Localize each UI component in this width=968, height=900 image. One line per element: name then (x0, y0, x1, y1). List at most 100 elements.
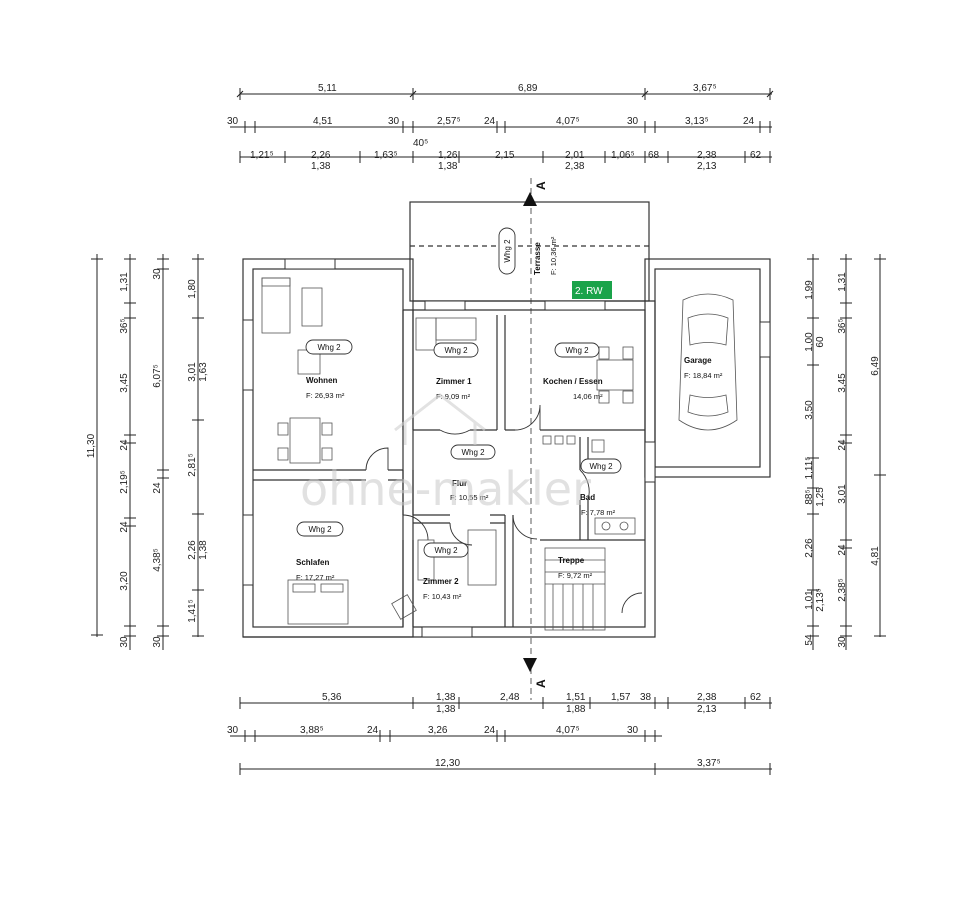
dim-label: 2,13⁵ (815, 588, 826, 612)
dim-label: 2,13 (697, 704, 717, 715)
room-name: Treppe (558, 556, 585, 565)
dim-label: 6,89 (518, 83, 538, 94)
dim-label: 1,31 (119, 272, 130, 292)
dim-label: 1,38 (311, 161, 331, 172)
dim-label: 1,63 (198, 362, 209, 382)
dim-label: 30 (227, 725, 239, 736)
dim-label: 1,38 (438, 161, 458, 172)
dim-label: 30 (152, 636, 163, 648)
dimensions-right-labels: 1,99 1,00 3,50 1,11⁵ 88⁵ 2,26 1,01 54 60… (804, 272, 881, 648)
dim-label: 3,01 (187, 362, 198, 382)
dimensions-right (807, 254, 886, 650)
dim-label: 2,26 (804, 538, 815, 558)
dim-label: 11,30 (86, 433, 97, 458)
dim-label: 3,67⁵ (693, 83, 717, 94)
section-line: A A (523, 178, 548, 700)
dim-label: 24 (119, 521, 130, 533)
dim-label: 5,36 (322, 692, 342, 703)
dim-label: 1,88 (566, 704, 586, 715)
dim-label: 4,07⁵ (556, 116, 580, 127)
dim-label: 2,48 (500, 692, 520, 703)
dim-label: 1,31 (837, 272, 848, 292)
dim-label: 2,38⁵ (837, 578, 848, 602)
dim-label: 36⁵ (837, 318, 848, 333)
dim-label: 30 (837, 636, 848, 648)
room-name: Schlafen (296, 558, 329, 567)
room-name: Bad (580, 493, 595, 502)
room-labels: Whg 2 Wohnen F: 26,93 m² Whg 2 Zimmer 1 … (296, 236, 723, 601)
room-area: F: 18,84 m² (684, 371, 723, 380)
dim-label: 30 (388, 116, 400, 127)
dim-label: 3,13⁵ (685, 116, 709, 127)
windows (242, 258, 771, 638)
dim-label: 24 (152, 482, 163, 494)
dim-label: 24 (484, 116, 496, 127)
dim-label: 54 (804, 634, 815, 646)
doors (365, 404, 643, 614)
dim-label: 4,81 (870, 546, 881, 566)
dim-label: 1,00 (804, 332, 815, 352)
dim-label: 30 (627, 725, 639, 736)
dim-label: 2,19⁵ (119, 470, 130, 494)
room-area: F: 10,43 m² (423, 592, 462, 601)
room-name: Flur (452, 479, 467, 488)
dim-label: 24 (743, 116, 755, 127)
dimensions-top-labels: 5,11 6,89 3,67⁵ 30 4,51 30 2,57⁵ 24 4,07… (227, 83, 762, 172)
dim-label: 6,49 (870, 356, 881, 376)
dim-label: 1,38 (198, 540, 209, 560)
dim-label: 3,26 (428, 725, 448, 736)
dim-label: 1,11⁵ (804, 457, 815, 480)
dim-label: 2,38 (697, 692, 717, 703)
room-tags (296, 227, 622, 558)
dim-label: 30 (119, 636, 130, 648)
section-arrow-bottom (523, 658, 537, 672)
dim-label: 2,26 (187, 540, 198, 560)
dim-label: 4,38⁵ (152, 548, 163, 572)
room-name: Wohnen (306, 376, 338, 385)
dim-label: 1,99 (804, 280, 815, 300)
room-tag: Whg 2 (565, 346, 589, 355)
dim-label: 1,63⁵ (374, 150, 398, 161)
room-area: F: 10,55 m² (450, 493, 489, 502)
dim-label: 1,38 (436, 692, 456, 703)
dim-label: 24 (837, 544, 848, 556)
dim-label: 2,15 (495, 150, 515, 161)
dim-label: 1,25 (815, 487, 826, 507)
dim-label: 1,51 (566, 692, 586, 703)
dim-label: 68 (648, 150, 660, 161)
room-area: F: 7,78 m² (581, 508, 616, 517)
dim-label: 88⁵ (804, 489, 815, 504)
dimensions-bottom (230, 697, 772, 775)
dim-label: 1,01 (804, 590, 815, 610)
dim-label: 60 (815, 336, 826, 348)
room-name: Terrasse (533, 242, 542, 275)
dimensions-top (230, 88, 774, 163)
dimensions-left (91, 254, 204, 650)
dim-label: 2,38 (565, 161, 585, 172)
room-tag: Whg 2 (461, 448, 485, 457)
dim-label: 1,80 (187, 279, 198, 299)
dim-label: 1,38 (436, 704, 456, 715)
dim-label: 3,45 (119, 373, 130, 393)
room-name: Garage (684, 356, 712, 365)
dim-label: 38 (640, 692, 652, 703)
room-name: Zimmer 1 (436, 377, 472, 386)
section-mark-top: A (534, 181, 548, 190)
furniture (261, 277, 738, 631)
dim-label: 62 (750, 150, 762, 161)
room-area: 14,06 m² (573, 392, 603, 401)
dimensions-bottom-labels: 5,36 1,38 2,48 1,51 1,57 38 2,38 62 1,38… (227, 692, 762, 769)
dim-label: 24 (484, 725, 496, 736)
room-tag: Whg 2 (589, 462, 613, 471)
dim-label: 1,57 (611, 692, 631, 703)
dim-label: 2,26 (311, 150, 331, 161)
watermark: ohne-makler (300, 393, 591, 516)
dim-label: 2,57⁵ (437, 116, 461, 127)
dim-label: 1,41⁵ (187, 599, 198, 623)
dim-label: 24 (837, 439, 848, 451)
dim-label: 6,07⁵ (152, 364, 163, 388)
room-name: Zimmer 2 (423, 577, 459, 586)
dim-label: 4,51 (313, 116, 333, 127)
room-area: F: 9,72 m² (558, 571, 593, 580)
